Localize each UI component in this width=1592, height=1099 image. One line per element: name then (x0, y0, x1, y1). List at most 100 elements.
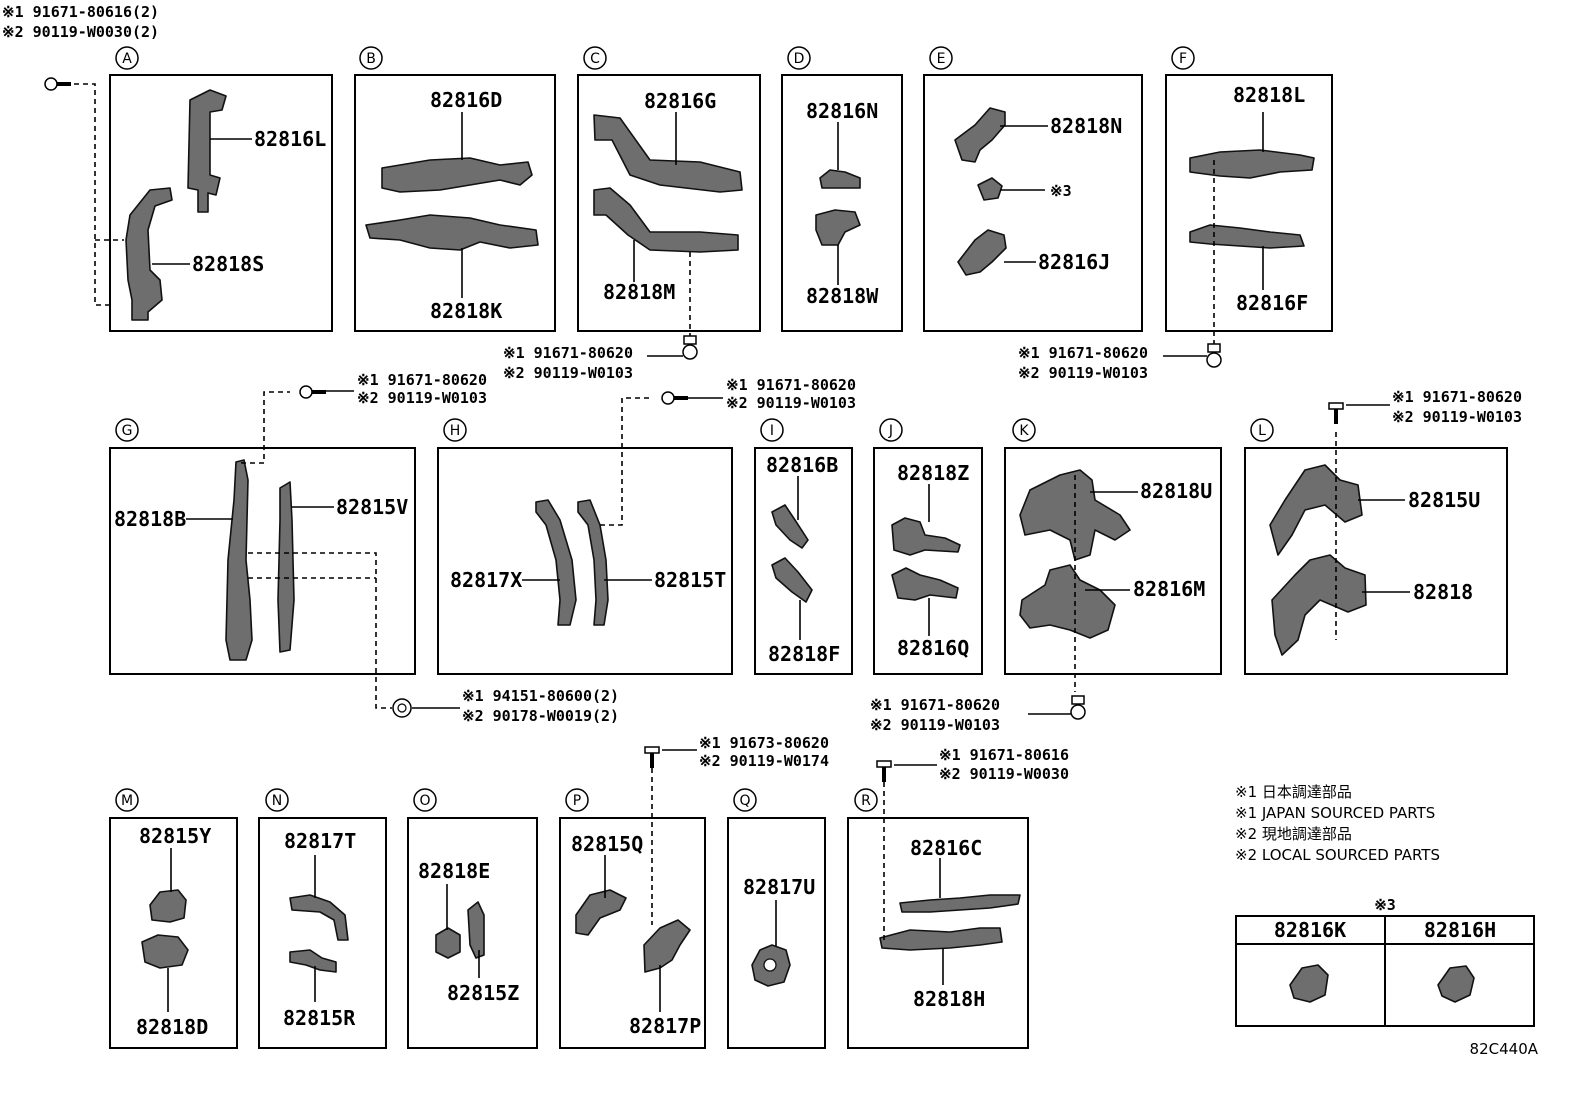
panel-e: 82818N ※3 82816J (954, 107, 1122, 276)
label-82815u: 82815U (1408, 488, 1480, 512)
part-82816f-shape (1189, 224, 1305, 249)
panel-b: 82816D 82818K (365, 88, 539, 323)
label-82818: 82818 (1413, 580, 1473, 604)
label-82817t: 82817T (284, 829, 356, 853)
panel-letter-i: I (760, 418, 784, 442)
panel-letter-c: C (583, 46, 607, 70)
bolt-note-c-1: ※1 91671-80620 (503, 344, 633, 362)
part-82818-shape (1271, 554, 1367, 656)
svg-text:D: D (794, 51, 805, 67)
label-82816h: 82816H (1424, 918, 1496, 942)
panel-letter-n: N (265, 788, 289, 812)
label-82816n: 82816N (806, 99, 878, 123)
label-82818m: 82818M (603, 280, 675, 304)
legend: ※1 日本調達部品 ※1 JAPAN SOURCED PARTS ※2 現地調達… (1235, 783, 1440, 864)
legend-line-1: ※1 日本調達部品 (1235, 783, 1352, 801)
part-82816c-shape (899, 894, 1021, 913)
label-82815y: 82815Y (139, 824, 211, 848)
panel-d: 82816N 82818W (806, 99, 879, 308)
svg-text:Q: Q (739, 793, 750, 809)
panel-o: 82818E 82815Z (418, 859, 519, 1005)
svg-text:C: C (590, 51, 600, 67)
panel-q: 82817U (743, 875, 815, 987)
label-82818h: 82818H (913, 987, 985, 1011)
label-82816g: 82816G (644, 89, 716, 113)
label-82818k: 82818K (430, 299, 502, 323)
label-82816j: 82816J (1038, 250, 1110, 274)
label-82818d: 82818D (136, 1015, 208, 1039)
part-82815r-shape (289, 949, 337, 973)
panel-j: 82818Z 82816Q (891, 461, 969, 660)
panel-k: 82818U 82816M ※1 91671-80620 ※2 90119-W0… (870, 469, 1212, 734)
bolt-note-r-1: ※1 91671-80616 (939, 746, 1069, 764)
svg-text:G: G (122, 423, 133, 439)
panel-g: 82818B 82815V ※1 91671-80620 ※2 90119-W0… (114, 371, 619, 725)
panel-letter-m: M (115, 788, 139, 812)
panel-letter-k: K (1012, 418, 1036, 442)
legend-line-2: ※1 JAPAN SOURCED PARTS (1235, 804, 1435, 822)
panel-letter-p: P (565, 788, 589, 812)
panel-letter-r: R (854, 788, 878, 812)
panel-l: 82815U 82818 ※1 91671-80620 ※2 90119-W01… (1269, 388, 1522, 656)
label-82816k: 82816K (1274, 918, 1346, 942)
part-82818w-shape (815, 209, 861, 246)
bolt-note-r-2: ※2 90119-W0030 (939, 765, 1069, 783)
bolt-note-c-2: ※2 90119-W0103 (503, 364, 633, 382)
label-82818e: 82818E (418, 859, 490, 883)
panel-letter-b: B (359, 46, 383, 70)
part-82816j-shape (957, 229, 1007, 276)
svg-text:H: H (450, 423, 461, 439)
part-82815y-shape (149, 889, 187, 923)
part-82817x-shape (535, 499, 577, 626)
label-82815v: 82815V (336, 495, 408, 519)
svg-text:M: M (121, 793, 133, 809)
label-82816q: 82816Q (897, 636, 969, 660)
panel-letter-d: D (787, 46, 811, 70)
part-82816d-shape (381, 157, 533, 193)
label-82816d: 82816D (430, 88, 502, 112)
part-82818h-shape (879, 927, 1003, 951)
part-82816h-shape (1437, 965, 1475, 1003)
part-82817p-shape (643, 919, 691, 973)
label-82818l: 82818L (1233, 83, 1305, 107)
svg-text:R: R (861, 793, 871, 809)
panel-letter-o: O (413, 788, 437, 812)
footnote3-table: ※3 82816K 82816H (1235, 896, 1535, 1027)
bolt-note-l-1: ※1 91671-80620 (1392, 388, 1522, 406)
bolt-note-g-2: ※2 90119-W0103 (357, 389, 487, 407)
label-82815z: 82815Z (447, 981, 519, 1005)
svg-text:K: K (1019, 423, 1029, 439)
label-82818s: 82818S (192, 252, 264, 276)
label-82818n: 82818N (1050, 114, 1122, 138)
svg-text:N: N (272, 793, 282, 809)
svg-text:L: L (1258, 423, 1266, 439)
note-top-left-1: ※1 91671-80616(2) (2, 3, 159, 21)
label-82816c: 82816C (910, 836, 982, 860)
bolt-note-k-2: ※2 90119-W0103 (870, 716, 1000, 734)
panel-m: 82815Y 82818D (136, 824, 211, 1039)
part-82818s-shape (125, 187, 173, 321)
label-82816m: 82816M (1133, 577, 1205, 601)
bolt-note-h-1: ※1 91671-80620 (726, 376, 856, 394)
panel-letter-h: H (443, 418, 467, 442)
label-82815t: 82815T (654, 568, 726, 592)
legend-line-3: ※2 現地調達部品 (1235, 825, 1352, 843)
bolt-note-g-1: ※1 91671-80620 (357, 371, 487, 389)
part-82818m-shape (593, 187, 739, 253)
label-82818w: 82818W (806, 284, 879, 308)
part-82816g-shape (593, 114, 743, 193)
label-82817u: 82817U (743, 875, 815, 899)
legend-line-4: ※2 LOCAL SOURCED PARTS (1235, 846, 1440, 864)
panel-letters: A B C D E F G H I J K L M N O P Q R (115, 46, 1274, 812)
diagram-code: 82C440A (1470, 1040, 1539, 1058)
bolt-note-p-1: ※1 91673-80620 (699, 734, 829, 752)
footnote3-title: ※3 (1374, 896, 1396, 914)
bolt-note-k-1: ※1 91671-80620 (870, 696, 1000, 714)
panel-h: 82817X 82815T ※1 91671-80620 ※2 90119-W0… (450, 376, 856, 626)
label-82818u: 82818U (1140, 479, 1212, 503)
svg-text:F: F (1179, 51, 1187, 67)
panel-letter-f: F (1171, 46, 1195, 70)
bolt-note-f-1: ※1 91671-80620 (1018, 344, 1148, 362)
part-82818e-shape (435, 927, 461, 959)
part-82815u-shape (1269, 464, 1363, 556)
